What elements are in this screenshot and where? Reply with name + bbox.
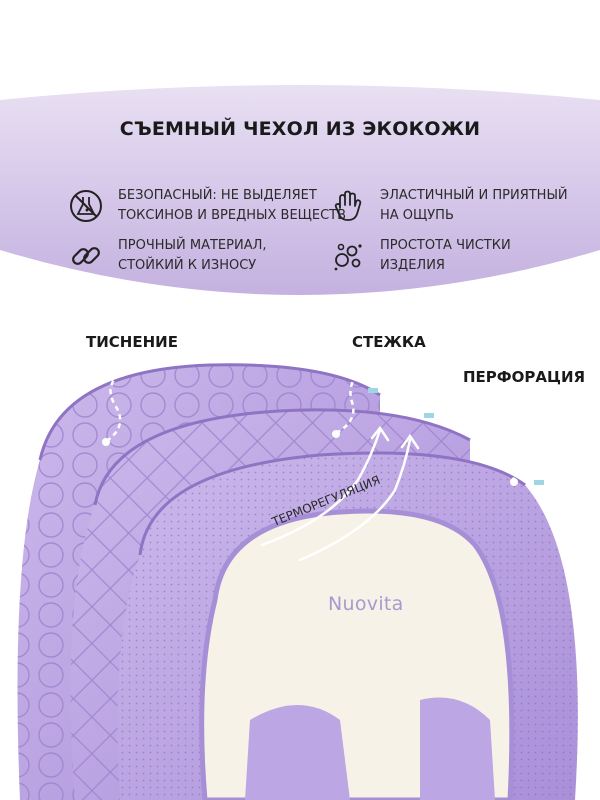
chain-link-icon — [72, 247, 100, 265]
feature-safe-line1: БЕЗОПАСНЫЙ: НЕ ВЫДЕЛЯЕТ — [118, 188, 317, 203]
cushion-insert — [199, 508, 515, 800]
feature-durable: ПРОЧНЫЙ МАТЕРИАЛ, СТОЙКИЙ К ИЗНОСУ — [68, 236, 328, 276]
tab-marker — [424, 413, 434, 418]
callout-embossing: ТИСНЕНИЕ — [86, 333, 178, 351]
feature-safe-line2: ТОКСИНОВ И ВРЕДНЫХ ВЕЩЕСТВ — [118, 208, 347, 223]
product-illustration — [17, 360, 578, 800]
feature-durable-line2: СТОЙКИЙ К ИЗНОСУ — [118, 258, 257, 273]
feature-easy-clean: ПРОСТОТА ЧИСТКИ ИЗДЕЛИЯ — [330, 236, 590, 276]
brand-logo: Nuovita — [328, 593, 404, 615]
no-chemicals-icon — [70, 190, 102, 222]
callout-perforation: ПЕРФОРАЦИЯ — [463, 368, 586, 386]
feature-safe: БЕЗОПАСНЫЙ: НЕ ВЫДЕЛЯЕТ ТОКСИНОВ И ВРЕДН… — [68, 186, 347, 226]
stitching-pointer — [337, 360, 371, 434]
feature-durable-line1: ПРОЧНЫЙ МАТЕРИАЛ, — [118, 238, 267, 253]
perforation-pointer — [510, 392, 528, 481]
feature-elastic-line1: ЭЛАСТИЧНЫЙ И ПРИЯТНЫЙ — [380, 188, 568, 203]
feature-elastic: ЭЛАСТИЧНЫЙ И ПРИЯТНЫЙ НА ОЩУПЬ — [330, 186, 590, 226]
tab-marker — [368, 388, 378, 393]
airflow-arrows-icon — [260, 425, 420, 562]
bubbles-icon — [334, 243, 362, 271]
tab-marker — [534, 480, 544, 485]
header-band — [0, 85, 600, 295]
embossing-pointer — [107, 363, 136, 441]
feature-easy-clean-line1: ПРОСТОТА ЧИСТКИ — [380, 238, 511, 253]
feature-easy-clean-line2: ИЗДЕЛИЯ — [380, 258, 445, 273]
hand-icon — [334, 190, 362, 221]
page-title: СЪЕМНЫЙ ЧЕХОЛ ИЗ ЭКОКОЖИ — [119, 118, 481, 140]
callout-stitching: СТЕЖКА — [352, 333, 426, 351]
feature-elastic-line2: НА ОЩУПЬ — [380, 208, 454, 223]
